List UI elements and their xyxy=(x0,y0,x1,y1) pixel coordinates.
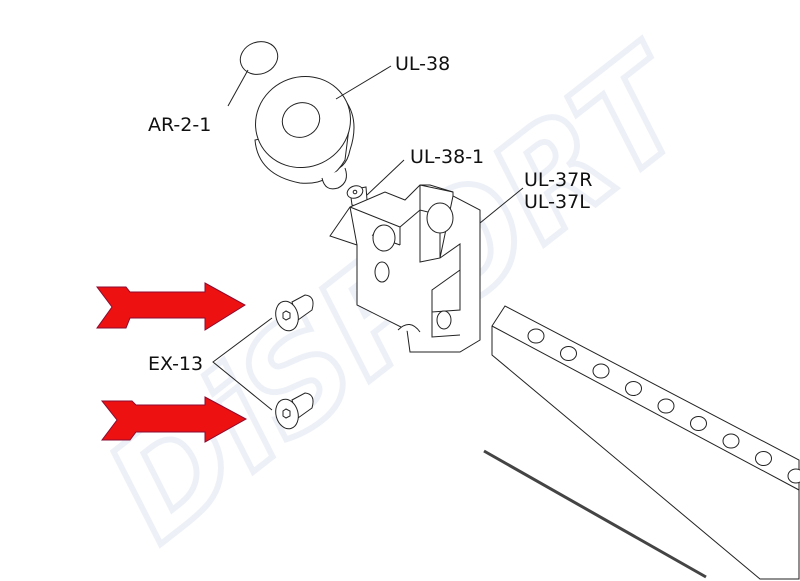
leader-ul-37 xyxy=(479,187,524,224)
part-ar-2-1 xyxy=(239,41,279,75)
rail-hole xyxy=(657,398,675,414)
label-ul-38-1: UL-38-1 xyxy=(410,146,484,168)
leader-ar-2-1 xyxy=(227,69,249,107)
rail-hole xyxy=(690,416,707,431)
part-rail-bar xyxy=(491,305,800,580)
part-rod xyxy=(483,449,707,579)
leader-ul-38 xyxy=(335,65,392,100)
rail-hole xyxy=(527,328,545,344)
rail-hole xyxy=(722,433,740,449)
leader-ex-13 xyxy=(212,317,273,411)
label-ex-13: EX-13 xyxy=(148,353,203,375)
rail-hole xyxy=(560,346,577,361)
rail-hole xyxy=(592,363,610,379)
red-arrow-top xyxy=(96,282,246,331)
rail-hole xyxy=(787,468,800,484)
label-ul-37l: UL-37L xyxy=(524,191,590,213)
part-ex-13-bottom xyxy=(275,392,314,430)
red-arrow-bottom xyxy=(100,396,248,443)
rail-hole xyxy=(755,451,772,466)
label-ul-37r: UL-37R xyxy=(524,169,592,191)
leader-ul-38-1 xyxy=(366,159,405,196)
label-ar-2-1: AR-2-1 xyxy=(148,114,211,136)
part-ex-13-top xyxy=(275,294,314,332)
part-ul-38 xyxy=(254,75,355,190)
rail-hole xyxy=(625,381,642,396)
label-ul-38: UL-38 xyxy=(395,53,450,75)
part-ul-37 xyxy=(329,184,481,353)
